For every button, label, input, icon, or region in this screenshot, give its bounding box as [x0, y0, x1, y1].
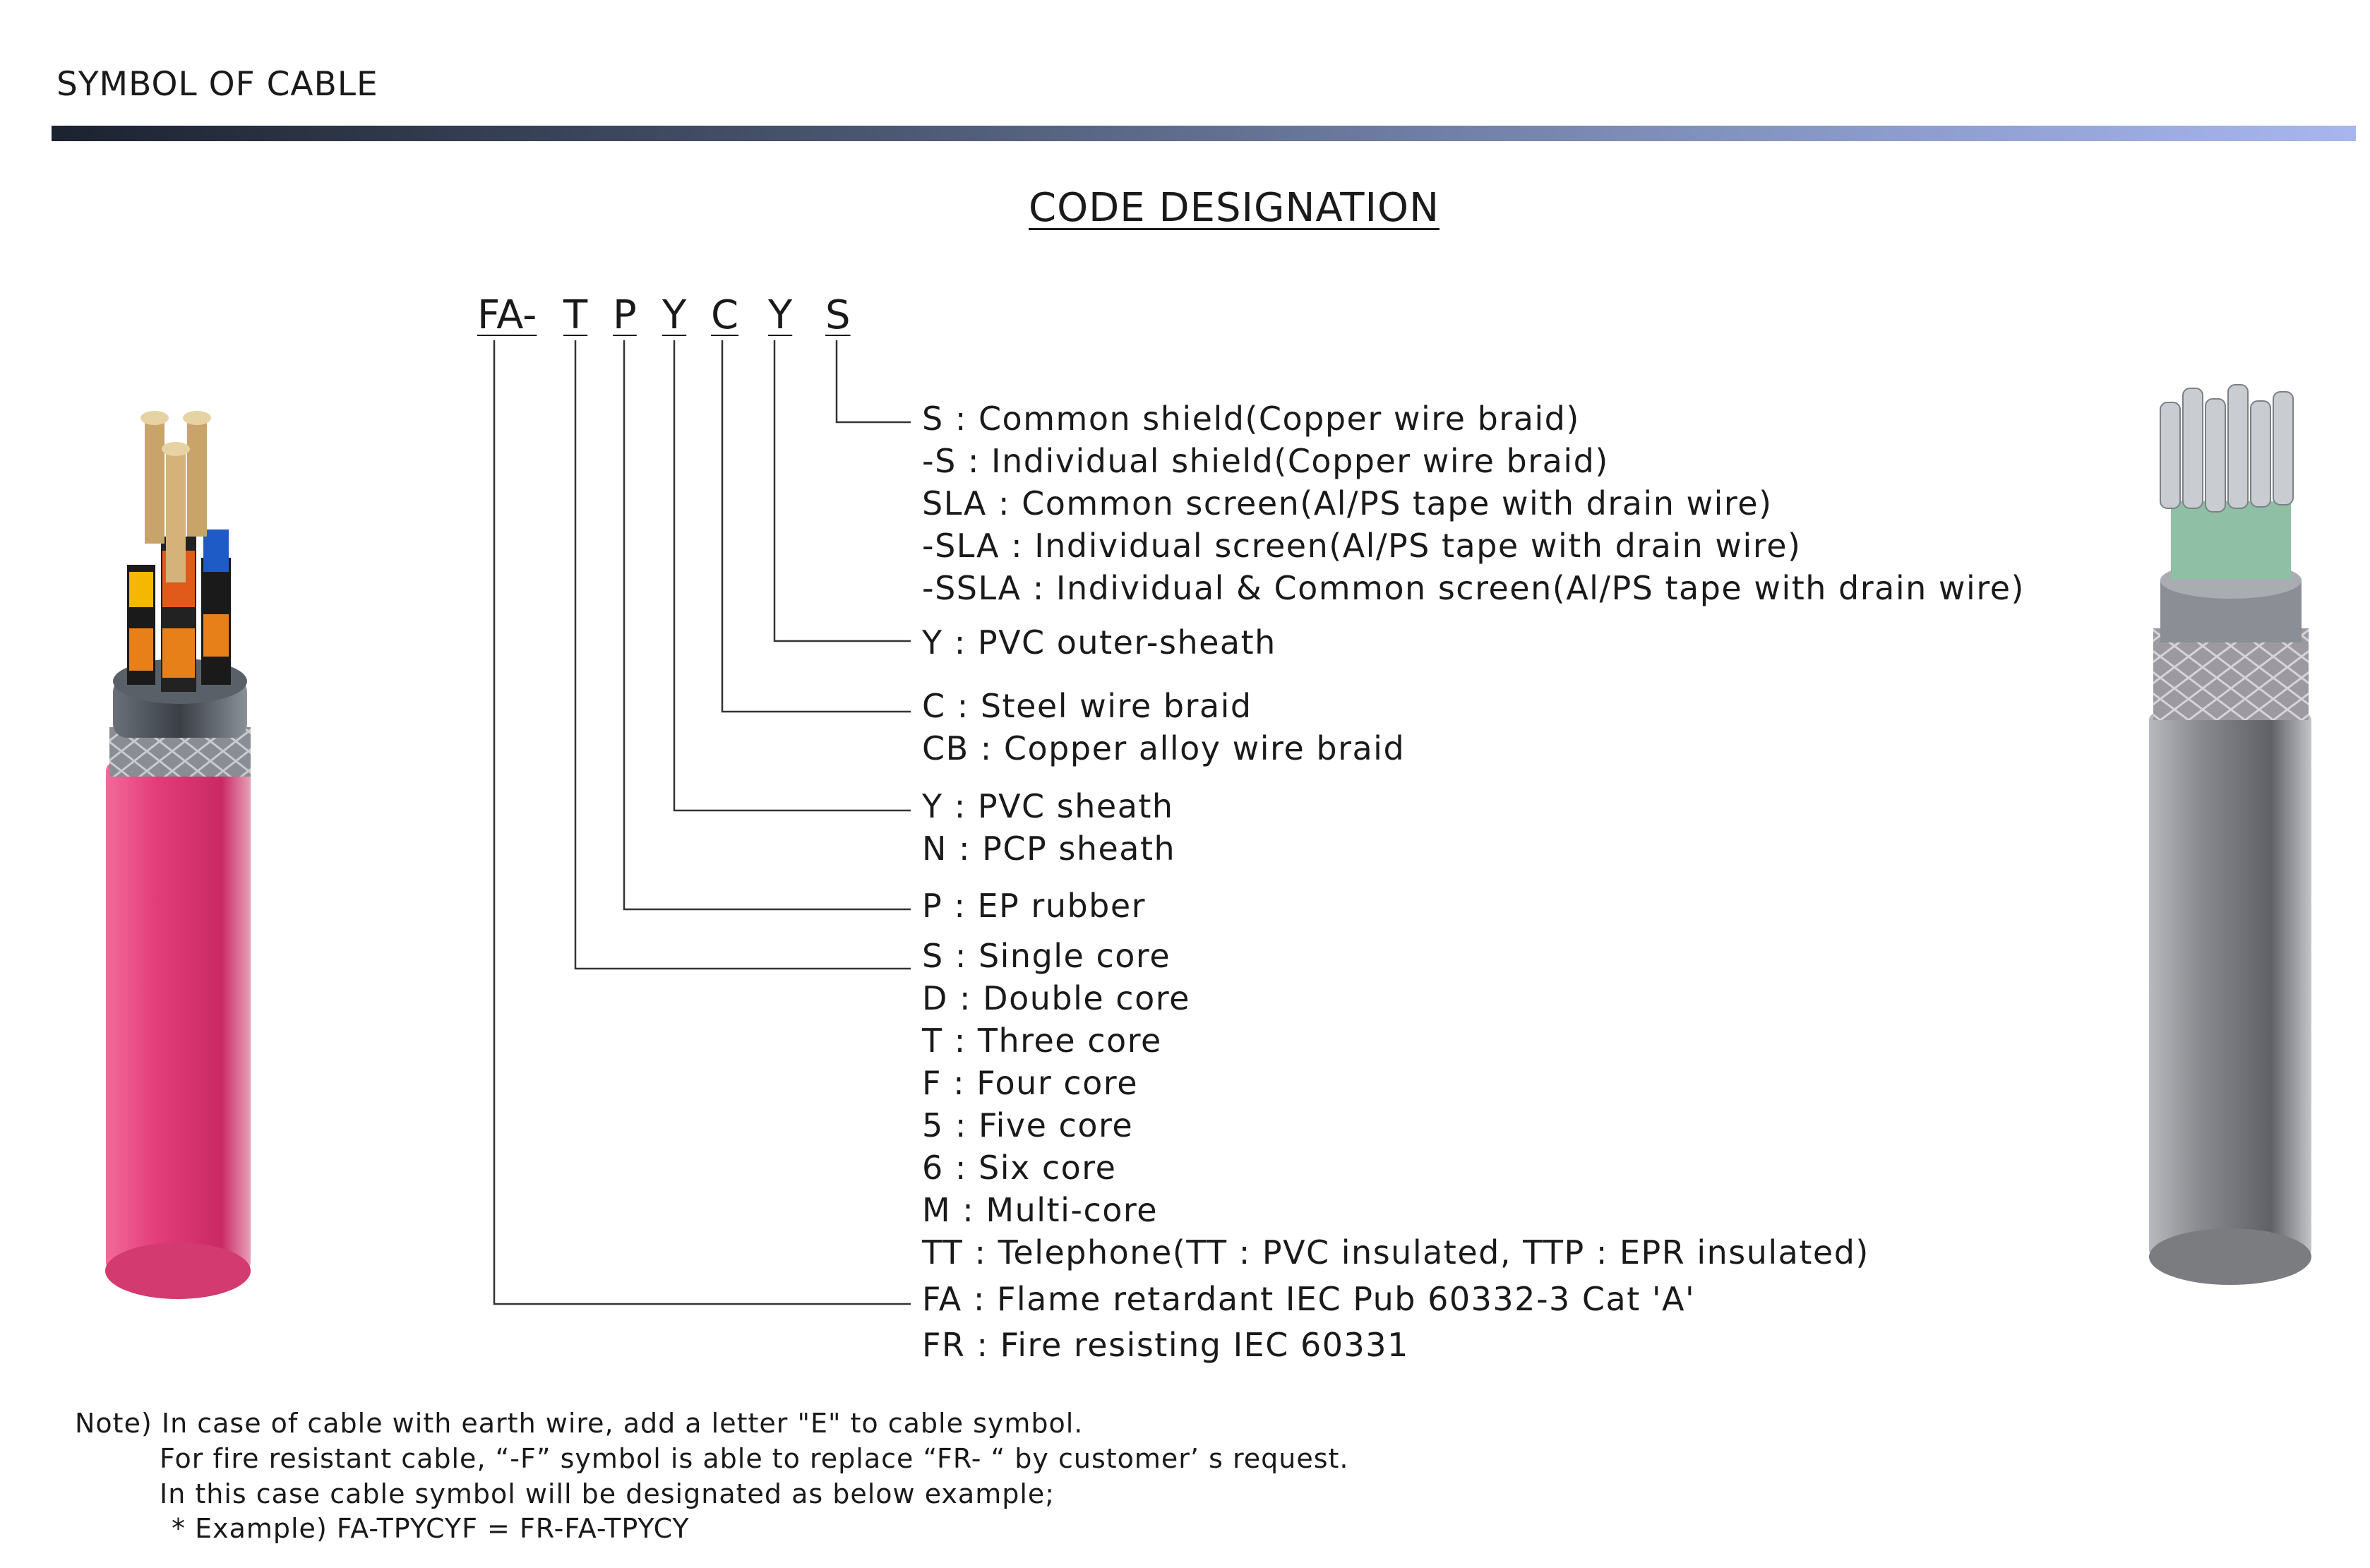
connector-braid [721, 340, 911, 713]
desc-individual-shield: -S : Individual shield(Copper wire braid… [922, 442, 1609, 480]
code-token-y1: Y [662, 292, 687, 338]
note-line-3: In this case cable symbol will be design… [160, 1478, 1055, 1509]
connector-cores [574, 340, 911, 970]
connector-s [835, 340, 911, 424]
connector-sheath [673, 340, 911, 812]
desc-steel-wire-braid: C : Steel wire braid [922, 687, 1252, 725]
desc-pvc-outer-sheath: Y : PVC outer-sheath [922, 623, 1276, 662]
desc-copper-alloy-braid: CB : Copper alloy wire braid [922, 729, 1406, 767]
desc-individual-common-screen: -SSLA : Individual & Common screen(Al/PS… [922, 569, 2025, 607]
desc-five-core: 5 : Five core [922, 1106, 1134, 1144]
page-title: SYMBOL OF CABLE [56, 65, 378, 104]
desc-telephone: TT : Telephone(TT : PVC insulated, TTP :… [922, 1233, 1869, 1271]
code-designation-heading: CODE DESIGNATION [1029, 185, 1440, 231]
desc-multi-core: M : Multi-core [922, 1191, 1159, 1229]
note-line-4: * Example) FA-TPYCYF = FR-FA-TPYCY [172, 1513, 690, 1544]
note-line-2: For fire resistant cable, “-F” symbol is… [160, 1443, 1349, 1474]
desc-pcp-sheath: N : PCP sheath [922, 830, 1176, 868]
desc-six-core: 6 : Six core [922, 1149, 1117, 1187]
desc-common-screen: SLA : Common screen(Al/PS tape with drai… [922, 484, 1773, 522]
desc-single-core: S : Single core [922, 937, 1171, 975]
desc-fire-resisting: FR : Fire resisting IEC 60331 [922, 1326, 1409, 1364]
code-token-y2: Y [768, 292, 793, 338]
code-token-p: P [613, 292, 637, 338]
desc-pvc-sheath: Y : PVC sheath [922, 787, 1174, 825]
note-line-1: Note) In case of cable with earth wire, … [75, 1408, 1084, 1439]
connector-outer-sheath [773, 340, 911, 642]
left-cable-image [105, 411, 251, 1299]
desc-ep-rubber: P : EP rubber [922, 887, 1147, 925]
desc-four-core: F : Four core [922, 1064, 1138, 1102]
desc-flame-retardant: FA : Flame retardant IEC Pub 60332-3 Cat… [922, 1280, 1696, 1318]
code-token-c: C [711, 292, 739, 338]
code-token-s: S [825, 292, 851, 338]
desc-common-shield: S : Common shield(Copper wire braid) [922, 400, 1580, 438]
desc-double-core: D : Double core [922, 979, 1190, 1017]
title-divider-bar [52, 126, 2356, 141]
desc-individual-screen: -SLA : Individual screen(Al/PS tape with… [922, 527, 1802, 565]
connector-fa [493, 340, 911, 1305]
right-cable-image [2149, 384, 2311, 1285]
code-token-fa: FA- [477, 292, 537, 338]
code-token-t: T [563, 292, 588, 338]
desc-three-core: T : Three core [922, 1022, 1162, 1060]
connector-insulation [623, 340, 911, 911]
